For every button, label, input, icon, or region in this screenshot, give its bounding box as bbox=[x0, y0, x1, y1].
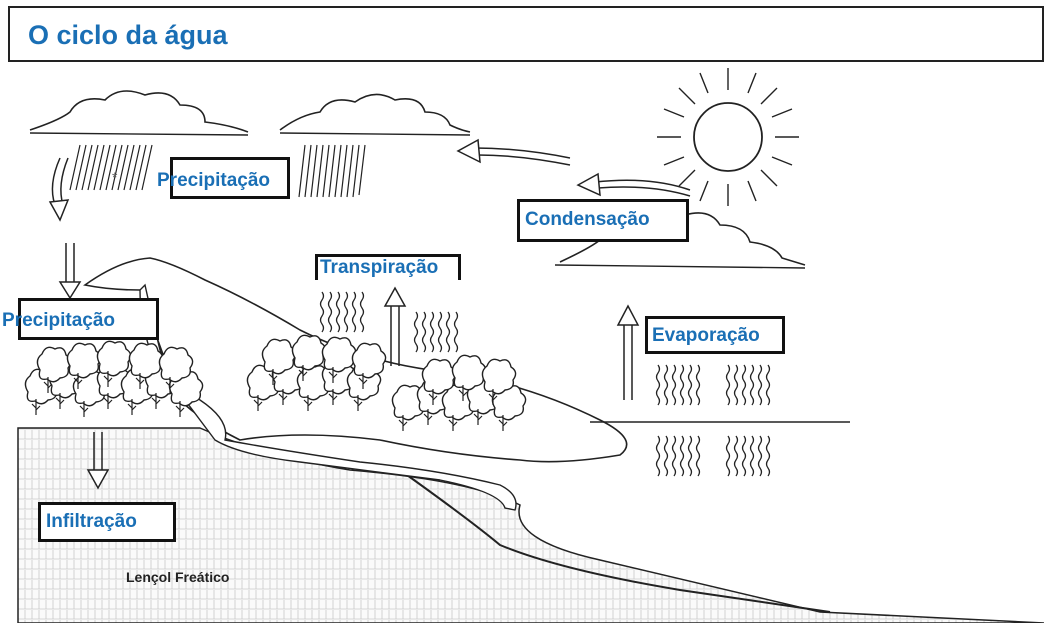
flow-arrows bbox=[456, 138, 691, 197]
down-arrow-precipitation bbox=[58, 243, 82, 300]
label-precipitation-top: Precipitação bbox=[157, 170, 270, 191]
cloud-middle bbox=[279, 93, 471, 133]
rain-left bbox=[69, 144, 153, 191]
title-box: O ciclo da água bbox=[8, 6, 1044, 62]
evaporation-arrow bbox=[616, 304, 640, 400]
forest-left bbox=[24, 340, 204, 418]
label-evaporation: Evaporação bbox=[652, 325, 760, 346]
vapor-evaporation bbox=[655, 364, 771, 477]
evaporation-box bbox=[645, 316, 785, 354]
river bbox=[139, 283, 517, 511]
transpiration-box bbox=[315, 254, 461, 280]
precipitation-left-box bbox=[18, 298, 159, 340]
infiltration-arrow bbox=[86, 432, 110, 490]
condensation-box bbox=[517, 199, 689, 242]
water-table-line bbox=[399, 469, 831, 613]
transpiration-arrow bbox=[383, 286, 407, 366]
sun-icon bbox=[657, 68, 799, 206]
page-title: O ciclo da água bbox=[28, 20, 228, 50]
infiltration-box bbox=[38, 502, 176, 542]
precipitation-arrow bbox=[48, 157, 70, 222]
precipitation-top-box bbox=[170, 157, 290, 199]
cloud-left bbox=[29, 90, 249, 133]
label-condensation: Condensação bbox=[525, 209, 650, 230]
rain-middle bbox=[298, 144, 366, 198]
label-transpiration: Transpiração bbox=[320, 257, 439, 278]
svg-text:*: * bbox=[112, 169, 118, 185]
label-infiltration: Infiltração bbox=[46, 511, 137, 532]
label-precipitation-left: Precipitação bbox=[2, 310, 115, 331]
label-water-table: Lençol Freático bbox=[126, 569, 230, 585]
